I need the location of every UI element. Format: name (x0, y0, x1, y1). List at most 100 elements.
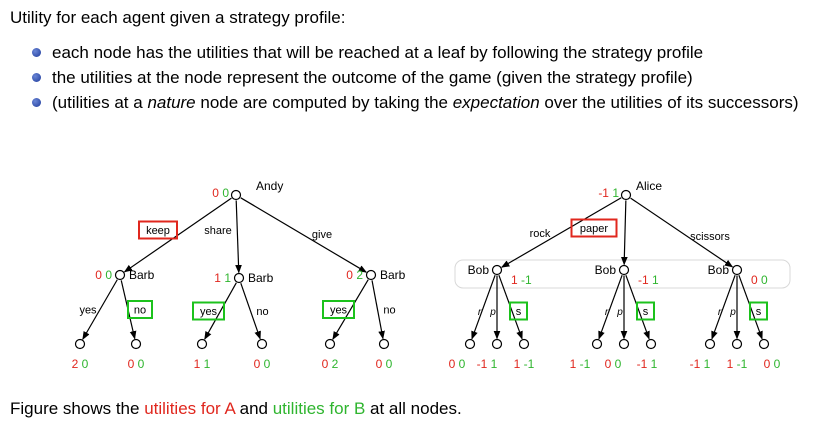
utility-b: 0 (219, 186, 229, 200)
utility-pair: 0 2 (346, 268, 363, 282)
choice-no: no (134, 305, 146, 317)
leaf-node (645, 338, 657, 350)
utility-a: 1 (214, 271, 221, 285)
tree-edge (598, 274, 623, 340)
edge-label-keep: keep (146, 225, 170, 237)
utility-pair: 1 1 (214, 271, 231, 285)
utility-pair: 0 0 (605, 357, 622, 371)
utility-b: -1 (576, 357, 590, 371)
caption: Figure shows the utilities for A and uti… (10, 399, 462, 419)
utility-a: 0 (605, 357, 612, 371)
tree-edge (711, 274, 736, 340)
utility-a: -1 (598, 186, 609, 200)
utility-b: 2 (328, 357, 338, 371)
utility-a: 0 (128, 357, 135, 371)
tree-edge (332, 279, 369, 340)
bullet-text: node are computed by taking the (195, 93, 453, 112)
move-s-box (636, 301, 655, 321)
edge-label-scissors: scissors (690, 231, 730, 243)
utility-a: -1 (690, 357, 701, 371)
utility-a: -1 (637, 357, 648, 371)
utility-b: 1 (700, 357, 710, 371)
move-s: s (756, 306, 762, 318)
utility-b: 1 (487, 357, 497, 371)
utility-b: 0 (758, 273, 768, 287)
caption-text: Figure shows the (10, 399, 145, 418)
utility-b: 1 (609, 186, 619, 200)
utility-a: -1 (477, 357, 488, 371)
edge-label-share: share (204, 225, 232, 237)
tree-edge (620, 200, 628, 266)
move-p: p (729, 307, 736, 318)
node-label: Bob (708, 263, 730, 277)
utility-b: 0 (134, 357, 144, 371)
utility-a: 1 (514, 357, 521, 371)
leaf-node (591, 338, 603, 350)
leaf-node (130, 338, 142, 350)
choice-yes: yes (79, 305, 97, 317)
node-label: Barb (129, 268, 155, 282)
move-r: r (605, 307, 609, 318)
tree-edge (235, 200, 242, 274)
utility-b: 0 (102, 268, 112, 282)
move-r: r (478, 307, 482, 318)
utility-pair: -1 1 (477, 357, 498, 371)
leaf-node (196, 338, 208, 350)
utility-b: -1 (518, 273, 532, 287)
leaf-node (256, 338, 268, 350)
utility-a: -1 (638, 273, 649, 287)
move-p: p (616, 307, 623, 318)
node-label: Barb (380, 268, 406, 282)
leaf-node (518, 338, 530, 350)
leaf-node (731, 338, 743, 350)
choice-yes-box (322, 300, 355, 319)
utility-pair: 0 0 (95, 268, 112, 282)
utility-b: 1 (649, 273, 659, 287)
bullet-icon (32, 73, 41, 82)
tree-edge (471, 274, 496, 340)
utility-pair: 0 2 (322, 357, 339, 371)
chance-node (233, 272, 245, 284)
utility-pair: -1 1 (598, 186, 619, 200)
bullet-text: over the utilities of its successors) (539, 93, 799, 112)
bullet-emphasis: nature (147, 93, 196, 112)
utility-b: 0 (382, 357, 392, 371)
caption-text: and (234, 399, 273, 418)
caption-text: at all nodes. (365, 399, 462, 418)
utility-b: 0 (78, 357, 88, 371)
tree-edge (240, 282, 261, 340)
utility-a: 0 (346, 268, 353, 282)
utility-b: 0 (455, 357, 465, 371)
edge-label-keep-box (138, 220, 178, 240)
tree-edge (501, 197, 622, 268)
decision-node (731, 264, 743, 276)
utility-a: 0 (764, 357, 771, 371)
leaf-node (378, 338, 390, 350)
root-label: Andy (256, 179, 283, 193)
bullet-item: the utilities at the node represent the … (30, 67, 820, 88)
utility-a: 0 (254, 357, 261, 371)
bullet-text: each node has the utilities that will be… (52, 43, 704, 62)
utility-b: 1 (647, 357, 657, 371)
decision-node (618, 264, 630, 276)
tree-edge (371, 280, 385, 340)
utility-a: 1 (570, 357, 577, 371)
leaf-node (74, 338, 86, 350)
utility-b: -1 (520, 357, 534, 371)
leaf-node (758, 338, 770, 350)
choice-no-box (127, 300, 153, 319)
utility-a: 0 (95, 268, 102, 282)
utility-pair: 0 0 (376, 357, 393, 371)
node-label: Bob (595, 263, 617, 277)
tree-edge (204, 282, 237, 340)
root-label: Alice (636, 179, 662, 193)
utility-pair: 0 0 (764, 357, 781, 371)
move-r: r (718, 307, 722, 318)
root-node (620, 189, 632, 201)
chance-node (114, 269, 126, 281)
utility-a: 0 (751, 273, 758, 287)
move-p: p (489, 307, 496, 318)
bullet-text: (utilities at a (52, 93, 148, 112)
utility-b: 0 (611, 357, 621, 371)
